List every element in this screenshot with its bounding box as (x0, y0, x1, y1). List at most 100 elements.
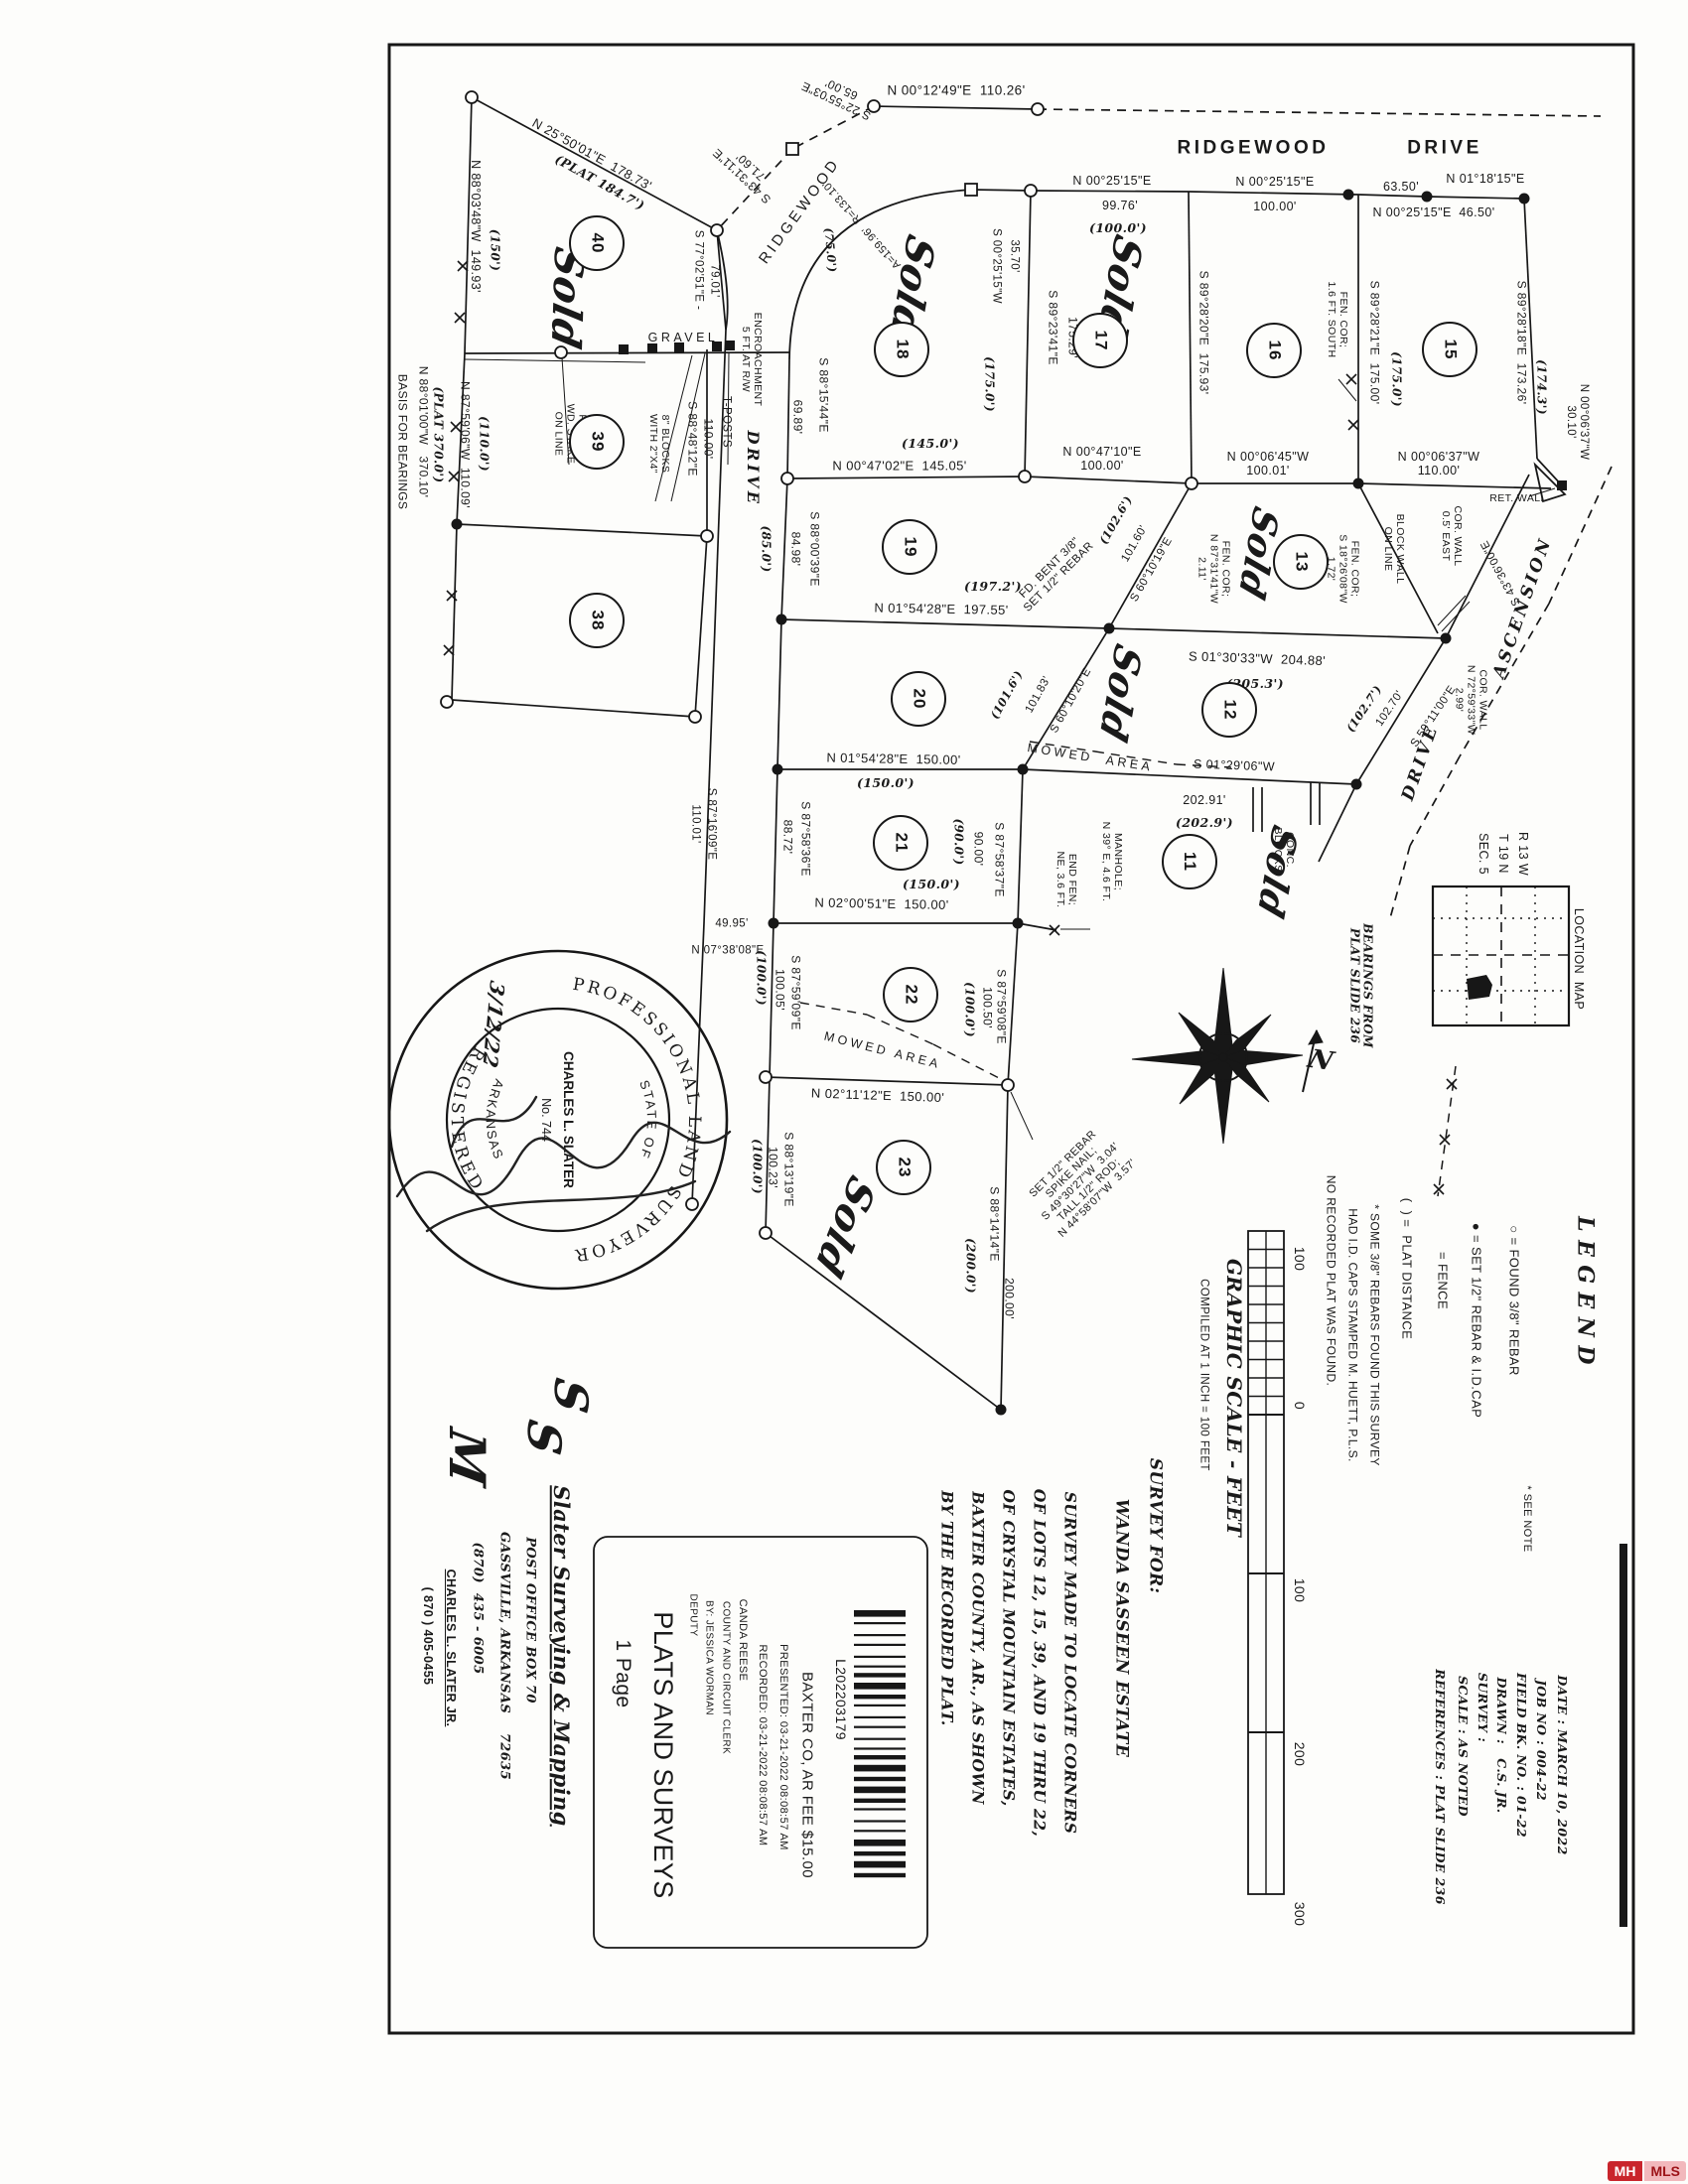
boundary-line (1022, 768, 1357, 785)
plat-label: (145.0') (902, 436, 959, 451)
plat-label: S 87°16'09"E (705, 787, 718, 861)
set-rebar-marker (1103, 622, 1115, 634)
fence-x-mark (454, 312, 466, 324)
boundary-line (691, 922, 705, 1205)
boundary-line (786, 358, 790, 479)
fence-x-mark (1347, 419, 1359, 431)
barcode-bar (854, 1715, 906, 1718)
boundary-line (1108, 482, 1193, 629)
found-rebar-marker (1031, 102, 1045, 116)
plat-label: HAD I.D. CAPS STAMPED M. HUETT, P.L.S. (1345, 1208, 1360, 1462)
boundary-line (780, 618, 1110, 629)
plat-label: ( 870 ) 405-0455 (421, 1586, 435, 1686)
filled-square-marker (647, 343, 657, 353)
lot-number-text: 15 (1440, 339, 1460, 360)
plat-label: 84.98' (788, 531, 803, 567)
plat-label: 0 (1291, 1401, 1308, 1411)
handwritten-note: M (438, 1425, 496, 1491)
barcode-bar (854, 1643, 906, 1646)
boundary-line (654, 354, 693, 502)
dashed-line (932, 1043, 1002, 1080)
plat-label: DEPUTY (687, 1593, 699, 1637)
boundary-line (1000, 1084, 1009, 1411)
boundary-line (670, 352, 706, 502)
plat-label: (202.9') (1176, 815, 1233, 830)
plat-label: 79.01' (708, 264, 721, 298)
plat-label: BASIS FOR BEARINGS (395, 373, 410, 510)
lot-number-18: 18 (874, 322, 929, 377)
plat-label: ENCROACHMENT 5 FT. AT R/W (740, 312, 764, 407)
plat-label: 99.76' (1101, 199, 1139, 212)
plat-label: BEARINGS FROM PLAT SLIDE 236 (1347, 923, 1375, 1048)
lot-number-16: 16 (1246, 323, 1302, 378)
plat-label: (75.0') (821, 226, 840, 274)
road-curve (788, 189, 972, 360)
plat-label: N 00°06'45"W 100.01' (1226, 450, 1310, 478)
plat-label: S 87°58'36"E (798, 801, 813, 877)
found-rebar-marker (780, 472, 794, 485)
barcode-bar (854, 1665, 906, 1668)
plat-label: DATE : MARCH 10, 2022 (1555, 1675, 1570, 1855)
plat-label: 49.95' (715, 917, 749, 930)
boundary-line (1445, 474, 1530, 639)
plat-label: S 77°02'51"E - (692, 229, 705, 311)
plat-label: SURVEY FOR: (1145, 1457, 1166, 1594)
plat-label: BAXTER CO, AR FEE $15.00 (798, 1671, 816, 1879)
plat-label: ○ = FOUND 3/8" REBAR (1506, 1225, 1522, 1376)
boundary-line (765, 1076, 771, 1234)
square-monument-marker (964, 183, 978, 197)
boundary-line (765, 1076, 1009, 1086)
plat-label: COUNTY AND CIRCUIT CLERK (720, 1600, 732, 1755)
road-curve (716, 229, 729, 331)
lot-number-text: 20 (909, 688, 928, 710)
plat-label: GRAVEL (647, 331, 719, 344)
plat-label: N 00°47'02"E 145.05' (832, 458, 967, 474)
boundary-line (1188, 191, 1359, 196)
barcode-bar (854, 1860, 906, 1868)
plat-label: S 88°15'44"E (816, 357, 831, 433)
boundary-line (1523, 198, 1538, 460)
boundary-line (773, 768, 778, 924)
plat-label: END FEN; NE, 3.6 FT. (1055, 851, 1078, 908)
plat-label: FEN. COR; S 18°26'08"W 1.72' (1326, 534, 1361, 604)
ret-wall-arrow (1533, 462, 1567, 503)
mls-badge: MLS (1644, 2161, 1686, 2181)
plat-label: S 87°59'09"E (788, 955, 803, 1030)
plat-label: BY: JESSICA WORMAN (703, 1599, 715, 1716)
plat-label: S 89°28'20"E 175.93' (1196, 270, 1211, 395)
set-rebar-marker (1421, 191, 1433, 203)
plat-label: FEN. COR; 1.6 FT. SOUTH (1326, 281, 1349, 358)
lot-number-15: 15 (1422, 322, 1477, 377)
boundary-line (1441, 601, 1471, 632)
plat-label: LOCATION MAP (1572, 907, 1586, 1011)
plat-label: FEN. COR; N 87°31'41"W 2.11' (1196, 533, 1232, 605)
boundary-line (471, 96, 718, 231)
plat-label: REFERENCES : PLAT SLIDE 236 (1433, 1669, 1448, 1905)
boundary-line (776, 618, 782, 770)
barcode-bar (854, 1830, 906, 1833)
fence-x-mark (450, 421, 462, 433)
plat-label: N 00°06'37"W 30.10' (1565, 383, 1590, 461)
plat-label: (PLAT 370.0') (431, 386, 446, 483)
plat-label: 200 (1291, 1741, 1308, 1767)
lot-number-text: 13 (1291, 551, 1311, 573)
found-rebar-marker (1018, 470, 1032, 483)
boundary-line (456, 352, 466, 525)
plat-label: CHARLES L. SLATER JR. (444, 1569, 458, 1727)
plat-label: PLATS AND SURVEYS (648, 1611, 679, 1899)
boundary-line (1030, 190, 1190, 193)
handwritten-signature (425, 1179, 697, 1233)
plat-label: S 89°28'21"E 175.00' (1367, 280, 1382, 405)
found-rebar-marker (1001, 1078, 1015, 1092)
lot-number-23: 23 (876, 1140, 931, 1195)
seal-license-number: No. 744 (539, 1098, 553, 1142)
plat-label: S 00°25'15"W (990, 228, 1003, 304)
plat-label: OF LOTS 12, 15, 39, AND 19 THRU 22, (1030, 1488, 1050, 1838)
set-rebar-marker (1518, 193, 1530, 205)
set-rebar-marker (1440, 632, 1452, 644)
barcode-bar (854, 1851, 906, 1856)
fence-x-mark (443, 644, 455, 656)
found-rebar-marker (710, 223, 724, 237)
fence-x-mark (1345, 373, 1357, 385)
